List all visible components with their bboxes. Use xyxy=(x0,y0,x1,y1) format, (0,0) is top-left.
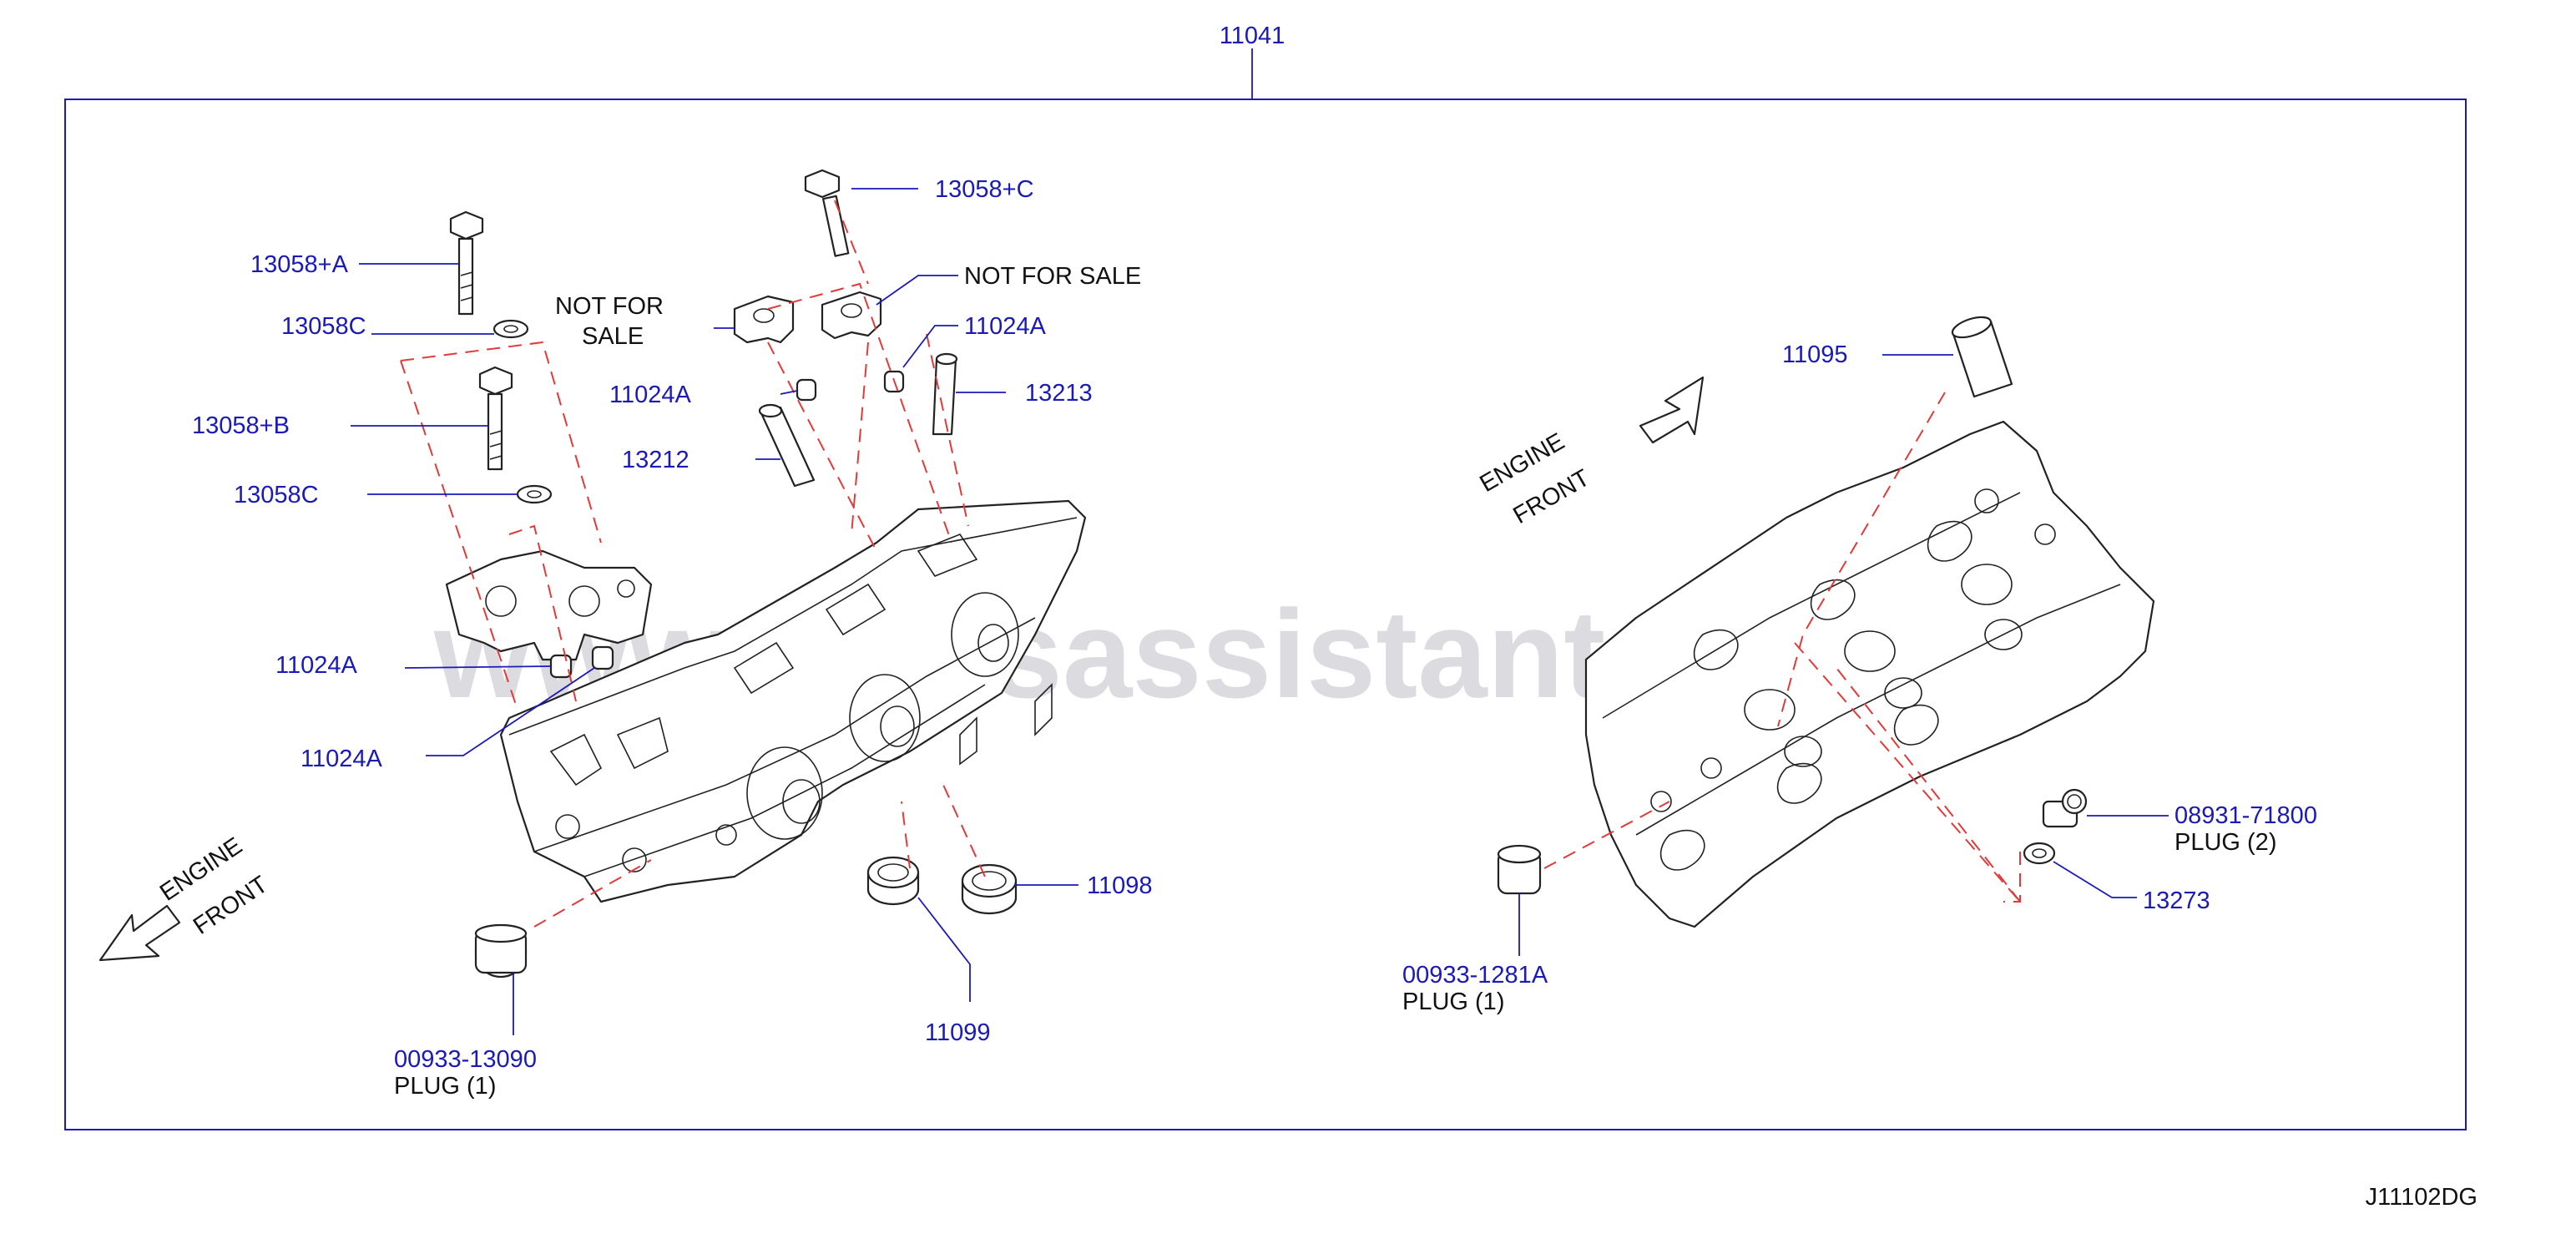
washer-13273[interactable] xyxy=(2023,842,2056,865)
callout-11098[interactable]: 11098 xyxy=(1087,872,1153,899)
plug-label-right-side: PLUG (2) xyxy=(2174,829,2276,856)
valve-guide-13212[interactable] xyxy=(758,403,816,488)
right-cylinder-head[interactable] xyxy=(1584,420,2155,928)
seal-11098[interactable] xyxy=(961,863,1018,915)
callout-13212[interactable]: 13212 xyxy=(622,447,689,473)
callout-13058-a[interactable]: 13058+A xyxy=(250,251,349,278)
not-for-sale-label-3: NOT FOR SALE xyxy=(964,263,1141,290)
plug-00933-1281a[interactable] xyxy=(1497,844,1542,895)
left-cam-bracket[interactable] xyxy=(445,549,653,661)
callout-13058c-2[interactable]: 13058C xyxy=(234,482,319,508)
engine-front-arrow-left-icon xyxy=(98,904,181,962)
assembly-frame xyxy=(64,99,2467,1130)
callout-13058c-1[interactable]: 13058C xyxy=(281,313,366,340)
callout-11099[interactable]: 11099 xyxy=(925,1019,991,1046)
washer-13058c-2[interactable] xyxy=(516,484,553,504)
callout-13058-c[interactable]: 13058+C xyxy=(935,176,1034,203)
callout-11041[interactable]: 11041 xyxy=(1220,23,1285,49)
callout-00933-13090[interactable]: 00933-13090 xyxy=(394,1046,537,1073)
plug-00933-13090[interactable] xyxy=(474,923,528,979)
callout-13213[interactable]: 13213 xyxy=(1025,380,1093,407)
plug-label-left: PLUG (1) xyxy=(394,1073,496,1100)
callout-00933-1281a[interactable]: 00933-1281A xyxy=(1402,962,1548,989)
not-for-sale-caps[interactable] xyxy=(733,291,882,344)
callout-13273[interactable]: 13273 xyxy=(2143,888,2210,914)
bolt-13058-b[interactable] xyxy=(478,366,513,471)
bolt-13058-c[interactable] xyxy=(804,169,850,257)
washer-13058c-1[interactable] xyxy=(492,319,529,339)
plug-label-right-bottom: PLUG (1) xyxy=(1402,989,1504,1015)
callout-11024a-4[interactable]: 11024A xyxy=(964,313,1046,340)
callout-11024a-3[interactable]: 11024A xyxy=(609,382,691,408)
engine-front-arrow-right-icon xyxy=(1639,376,1705,444)
left-cylinder-head[interactable] xyxy=(499,499,1087,903)
callout-11095[interactable]: 11095 xyxy=(1782,341,1848,368)
callout-11024a-2[interactable]: 11024A xyxy=(301,746,382,772)
bolt-13058-a[interactable] xyxy=(449,210,484,316)
not-for-sale-label-2: SALE xyxy=(582,323,644,350)
plug-08931-71800[interactable] xyxy=(2042,788,2088,828)
valve-guide-13213[interactable] xyxy=(932,352,958,436)
diagram-id: J11102DG xyxy=(2366,1184,2478,1211)
sleeve-11095[interactable] xyxy=(1950,313,2013,398)
not-for-sale-label-1: NOT FOR xyxy=(555,293,664,320)
engine-front-indicator-left: ENGINE FRONT xyxy=(98,832,273,962)
left-center-lines xyxy=(400,200,986,928)
engine-front-indicator-right: ENGINE FRONT xyxy=(1476,376,1705,529)
right-center-lines xyxy=(1543,392,2021,903)
callout-08931-71800[interactable]: 08931-71800 xyxy=(2174,802,2317,829)
seal-11099[interactable] xyxy=(866,856,920,906)
callout-13058-b[interactable]: 13058+B xyxy=(192,412,290,439)
callout-11024a-1[interactable]: 11024A xyxy=(275,652,357,679)
